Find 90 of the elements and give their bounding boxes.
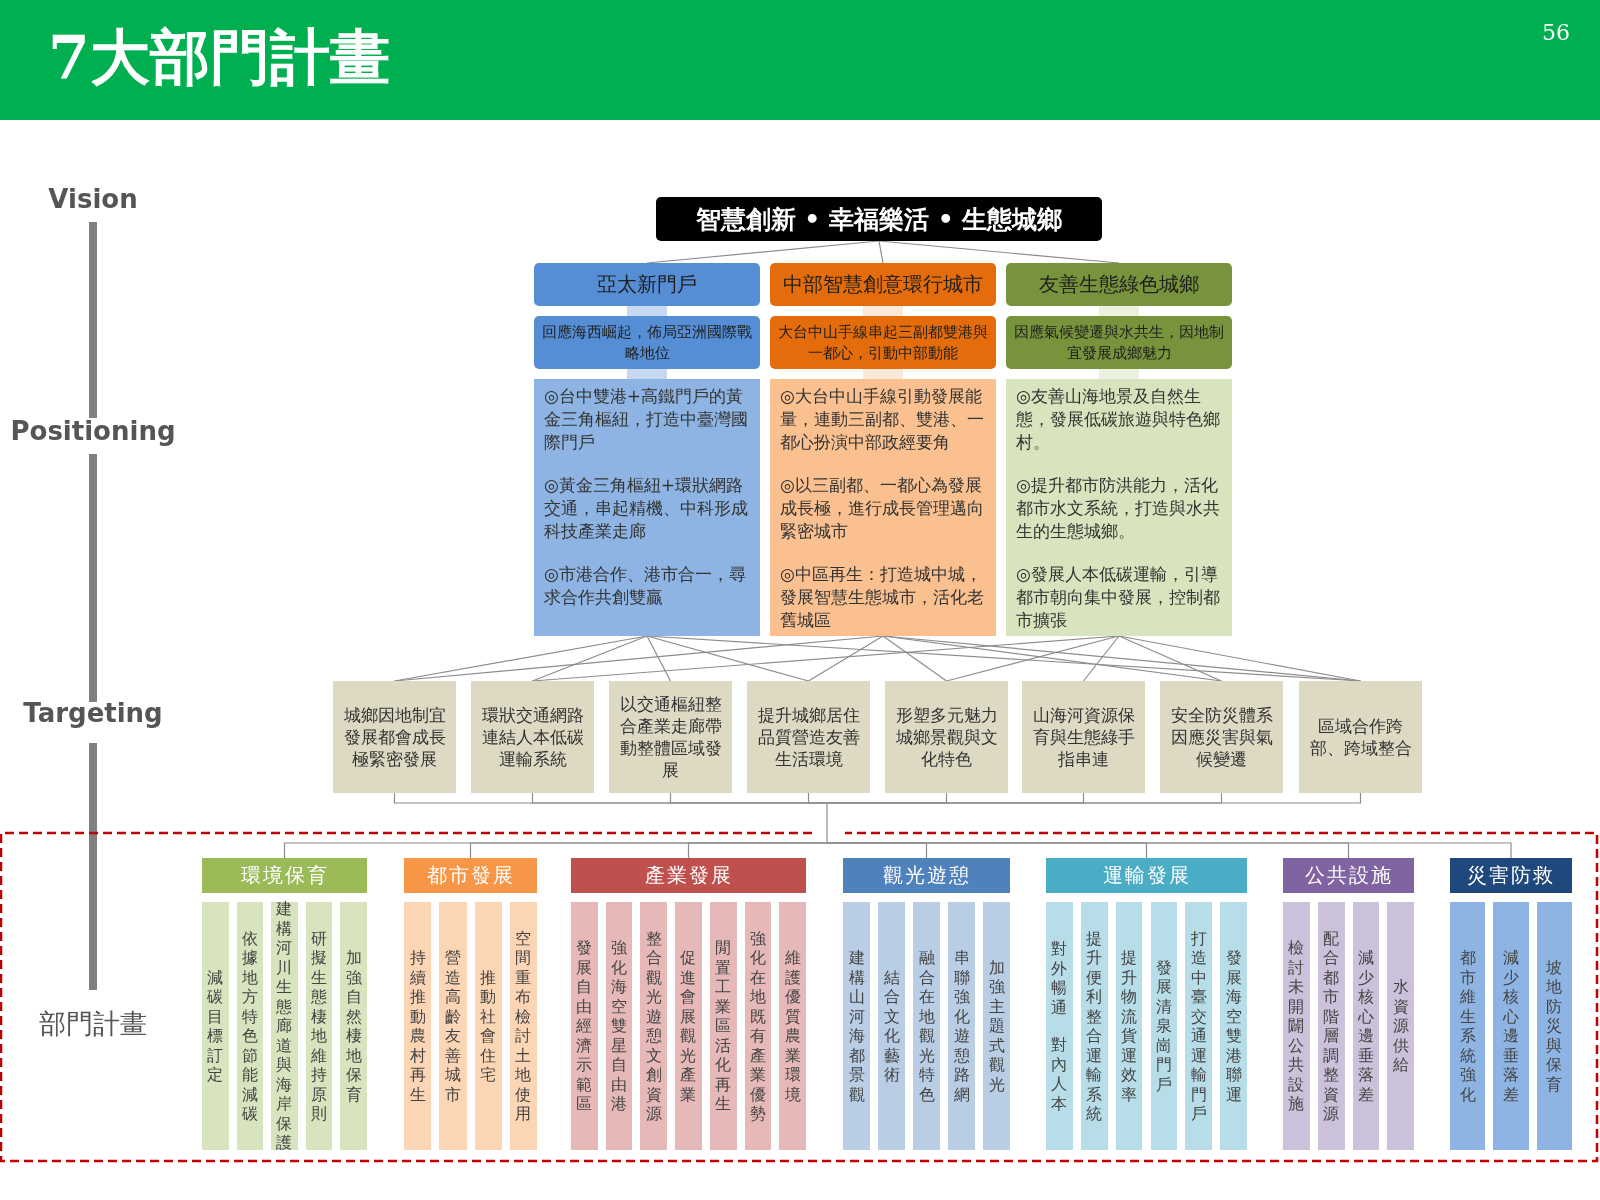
paragraph: ◎黃金三角樞紐+環狀網路交通，串起精機、中科形成科技產業走廊 <box>544 474 749 543</box>
department-header: 產業發展 <box>571 858 806 893</box>
plan-column: 加強自然棲地保育 <box>340 902 367 1150</box>
connector-line <box>826 802 828 844</box>
plan-column: 融合在地觀光特色 <box>913 902 940 1150</box>
target-box: 山海河資源保育與生態綠手指串連 <box>1022 681 1145 793</box>
connector-line <box>945 635 1120 682</box>
connector-line <box>807 635 884 682</box>
plan-column: 發展海空雙港聯運 <box>1220 902 1247 1150</box>
plan-column: 建構山河海都景觀 <box>843 902 870 1150</box>
plan-column: 都市維生系統強化 <box>1450 902 1486 1150</box>
plan-column: 空間重布檢討土地使用 <box>509 902 537 1150</box>
paragraph: ◎以三副都、一都心為發展成長極，進行成長管理邁向緊密城市 <box>780 474 985 543</box>
subtitle-box: 因應氣候變遷與水共生，因地制宜發展成鄉魅力 <box>1006 316 1232 369</box>
plan-column: 檢討未開闢公共設施 <box>1283 902 1310 1150</box>
plan-column: 發展清泉崗門戶 <box>1150 902 1178 1150</box>
plan-column: 依據地方特色節能減碳 <box>236 902 264 1150</box>
target-box: 以交通樞紐整合產業走廊帶動整體區域發展 <box>609 681 732 793</box>
level-label: 部門計畫 <box>38 1007 148 1041</box>
connector-line <box>1118 635 1223 682</box>
paragraph: ◎提升都市防洪能力，活化都市水文系統，打造與水共生的生態城鄉。 <box>1016 474 1221 543</box>
plan-column: 閒置工業區活化再生 <box>709 902 737 1150</box>
connector-line <box>878 240 884 264</box>
plan-column: 研擬生態棲地維持原則 <box>305 902 333 1150</box>
plan-column: 持續推動農村再生 <box>404 902 432 1150</box>
target-box: 環狀交通網路連結人本低碳運輸系統 <box>471 681 594 793</box>
plan-column: 推動社會住宅 <box>474 902 502 1150</box>
paragraph: ◎發展人本低碳運輸，引導都市朝向集中發展，控制都市擴張 <box>1016 563 1221 632</box>
connector-line <box>687 842 828 859</box>
plan-column: 強化海空雙星自由港 <box>605 902 633 1150</box>
connector-line <box>882 635 948 682</box>
column-header: 友善生態綠色城鄉 <box>1006 263 1232 306</box>
plan-column: 強化在地既有產業優勢 <box>744 902 772 1150</box>
plan-column: 維護優質農業環境 <box>779 902 806 1150</box>
plan-column: 配合都市階層調整資源 <box>1317 902 1345 1150</box>
plan-column: 提升便利整合運輸系統 <box>1080 902 1108 1150</box>
column-text: 對外暢通 <box>1051 939 1068 1017</box>
plan-column: 減少核心邊垂落差 <box>1352 902 1380 1150</box>
plan-column <box>1046 902 1073 1150</box>
plan-column: 減碳目標訂定 <box>202 902 229 1150</box>
text-panel <box>534 379 760 636</box>
plan-column: 整合觀光遊憩文創資源 <box>640 902 668 1150</box>
connector-line <box>646 635 672 682</box>
target-box: 形塑多元魅力城鄉景觀與文化特色 <box>885 681 1008 793</box>
department-header: 公共設施 <box>1283 858 1414 893</box>
plan-column: 建構河川生態廊道與海岸保護 <box>271 902 298 1150</box>
plan-column: 坡地防災與保育 <box>1536 902 1572 1150</box>
paragraph: ◎大台中山手線引動發展能量，連動三副都、雙港、一都心扮演中部政經要角 <box>780 385 985 454</box>
page-number: 56 <box>1542 20 1570 45</box>
plan-column: 減少核心邊垂落差 <box>1493 902 1529 1150</box>
plan-column: 提升物流貨運效率 <box>1115 902 1143 1150</box>
paragraph: ◎友善山海地景及自然生態，發展低碳旅遊與特色鄉村。 <box>1016 385 1221 454</box>
text-panel <box>770 379 996 636</box>
plan-column: 結合文化藝術 <box>878 902 905 1150</box>
plan-column: 發展自由經濟示範區 <box>571 902 598 1150</box>
plan-column: 串聯強化遊憩路網 <box>948 902 975 1150</box>
paragraph: ◎台中雙港+高鐵門戶的黃金三角樞紐，打造中臺灣國際門戶 <box>544 385 749 454</box>
level-label: Targeting <box>22 698 164 728</box>
connector-line <box>646 240 880 264</box>
department-header: 運輸發展 <box>1046 858 1247 893</box>
plan-column: 打造中臺交通運輸門戶 <box>1185 902 1213 1150</box>
target-box: 提升城鄉居住品質營造友善生活環境 <box>747 681 870 793</box>
department-header: 都市發展 <box>404 858 537 893</box>
level-label: Vision <box>47 184 139 214</box>
column-header: 中部智慧創意環行城市 <box>770 263 996 306</box>
paragraph: ◎市港合作、港市合一，尋求合作共創雙贏 <box>544 563 747 609</box>
plan-column: 營造高齡友善城市 <box>439 902 467 1150</box>
column-text: 對內人本 <box>1051 1035 1068 1113</box>
connector-line <box>826 842 1512 859</box>
page-title: 7大部門計畫 <box>48 21 390 94</box>
subtitle-box: 大台中山手線串起三副都雙港與一都心，引動中部動能 <box>770 316 996 369</box>
department-header: 環境保育 <box>202 858 367 893</box>
connector-line <box>1082 635 1120 682</box>
target-box: 區域合作跨部、跨域整合 <box>1299 681 1422 793</box>
target-box: 安全防災體系因應災害與氣候變遷 <box>1160 681 1283 793</box>
plan-column: 促進會展觀光產業 <box>675 902 702 1150</box>
connector-line <box>878 240 1120 264</box>
plan-column: 加強主題式觀光 <box>983 902 1010 1150</box>
column-header: 亞太新門戶 <box>534 263 760 306</box>
level-label: Positioning <box>10 416 176 446</box>
plan-column: 水資源供給 <box>1387 902 1414 1150</box>
connector-line <box>807 792 828 804</box>
department-header: 觀光遊憩 <box>843 858 1010 893</box>
connector-line <box>826 792 1362 804</box>
subtitle-box: 回應海西崛起，佈局亞洲國際戰略地位 <box>534 316 760 369</box>
text-panel <box>1006 379 1232 636</box>
paragraph: ◎中區再生：打造城中城，發展智慧生態城市，活化老舊城區 <box>780 563 985 632</box>
target-box: 城鄉因地制宜發展都會成長極緊密發展 <box>333 681 456 793</box>
vision-box: 智慧創新 • 幸福樂活 • 生態城鄉 <box>656 197 1102 241</box>
department-header: 災害防救 <box>1450 858 1572 893</box>
